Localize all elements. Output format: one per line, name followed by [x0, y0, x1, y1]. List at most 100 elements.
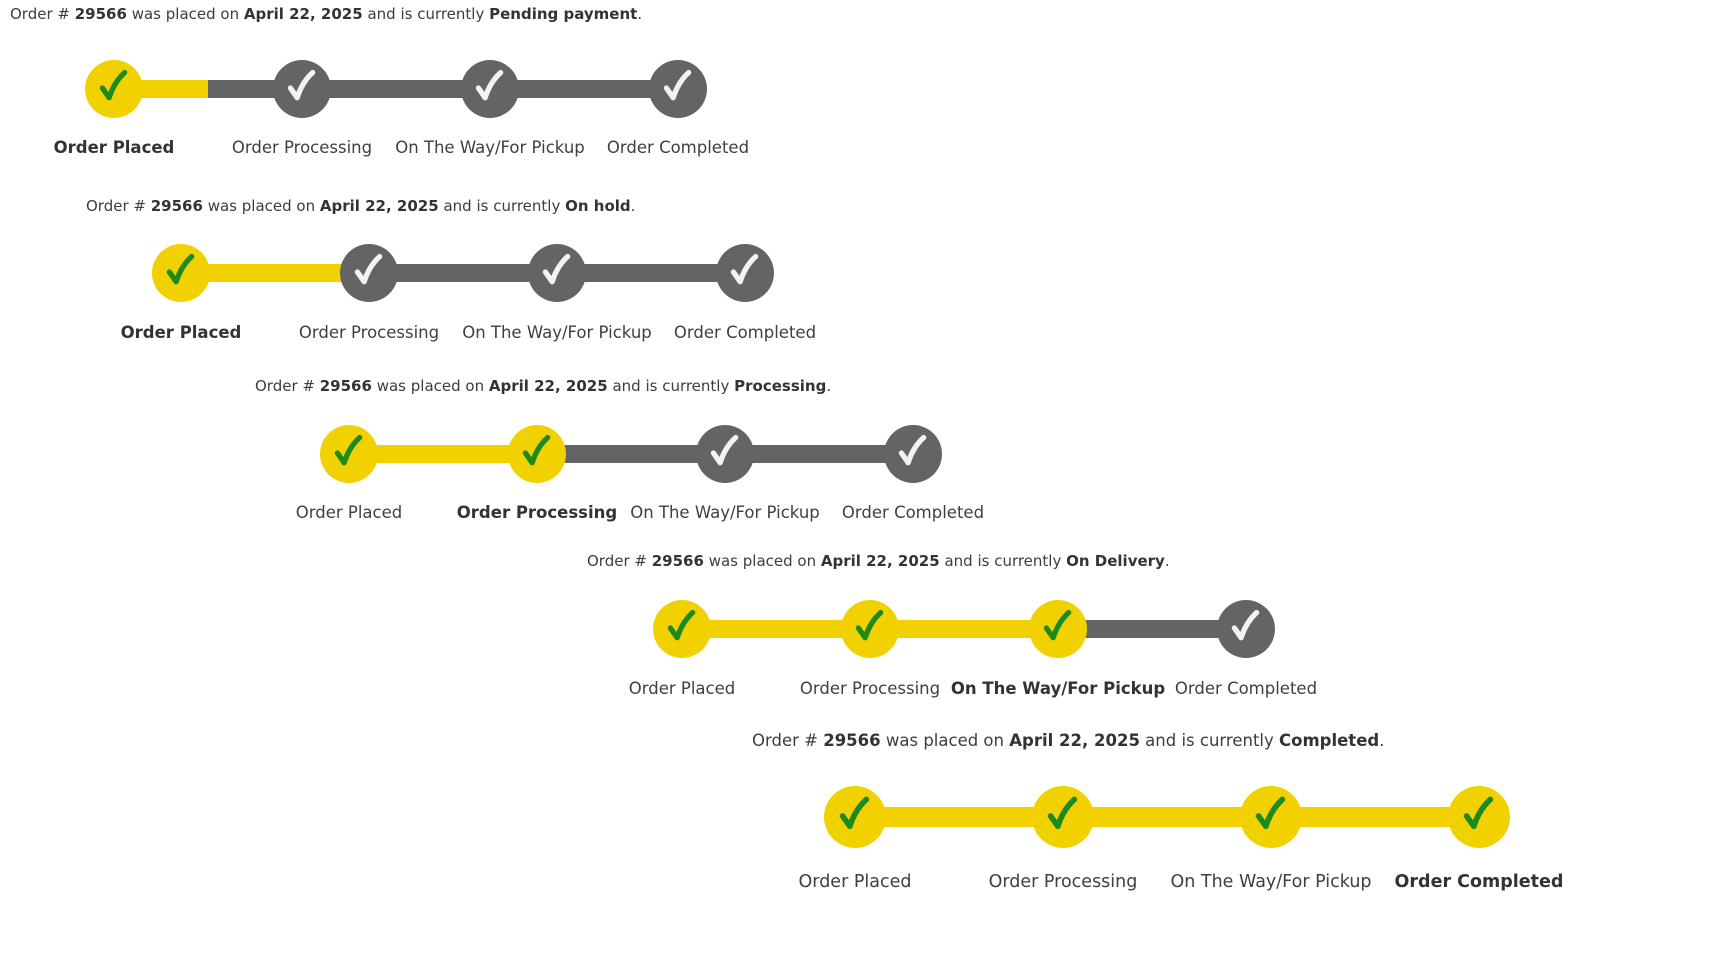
step-label: Order Placed [798, 872, 912, 892]
status-message: Order # 29566 was placed on April 22, 20… [10, 7, 642, 22]
checkmark-icon [1029, 600, 1087, 658]
step-node [1029, 600, 1087, 658]
sentence-period: . [630, 197, 636, 215]
step-label: Order Completed [606, 138, 750, 157]
order-status-value: On Delivery [1066, 552, 1165, 570]
step-node [884, 425, 942, 483]
order-status-value: Completed [1279, 731, 1380, 750]
order-status-block: Order # 29566 was placed on April 22, 20… [752, 732, 1563, 890]
step-node [1448, 786, 1510, 848]
status-message: Order # 29566 was placed on April 22, 20… [752, 731, 1385, 750]
step-label: Order Placed [53, 138, 175, 157]
step-node [508, 425, 566, 483]
checkmark-icon [649, 60, 707, 118]
checkmark-icon [716, 244, 774, 302]
step-label: Order Placed [628, 679, 736, 698]
progress-fill [181, 264, 369, 282]
order-status-block: Order # 29566 was placed on April 22, 20… [10, 7, 749, 156]
order-date: April 22, 2025 [243, 5, 363, 23]
step-node [85, 60, 143, 118]
checkmark-icon [320, 425, 378, 483]
step-label: Order Completed [1394, 872, 1564, 892]
step-label: Order Placed [295, 503, 403, 522]
placed-on-text: was placed on [708, 552, 817, 570]
status-message: Order # 29566 was placed on April 22, 20… [86, 199, 635, 214]
step-node [1240, 786, 1302, 848]
order-prefix: Order # [587, 552, 647, 570]
sentence-period: . [826, 377, 832, 395]
placed-on-text: was placed on [885, 731, 1004, 750]
step-label: Order Completed [841, 503, 985, 522]
checkmark-icon [85, 60, 143, 118]
step-node [824, 786, 886, 848]
step-node [1217, 600, 1275, 658]
order-number: 29566 [74, 5, 127, 23]
checkmark-icon [884, 425, 942, 483]
checkmark-icon [824, 786, 886, 848]
currently-text: and is currently [1145, 731, 1274, 750]
currently-text: and is currently [443, 197, 561, 215]
step-node [340, 244, 398, 302]
order-prefix: Order # [255, 377, 315, 395]
checkmark-icon [841, 600, 899, 658]
checkmark-icon [1217, 600, 1275, 658]
order-date: April 22, 2025 [488, 377, 608, 395]
sentence-period: . [1164, 552, 1170, 570]
order-status-value: On hold [565, 197, 631, 215]
order-status-value: Pending payment [489, 5, 638, 23]
order-prefix: Order # [752, 731, 818, 750]
progress-fill [855, 807, 1479, 827]
sentence-period: . [1379, 731, 1385, 750]
step-label: On The Way/For Pickup [462, 323, 652, 342]
progress-track [114, 80, 678, 98]
checkmark-icon [1240, 786, 1302, 848]
step-label: On The Way/For Pickup [1170, 872, 1372, 892]
step-label: On The Way/For Pickup [630, 503, 820, 522]
step-label: Order Processing [456, 503, 618, 522]
order-status-block: Order # 29566 was placed on April 22, 20… [255, 379, 984, 521]
step-node [649, 60, 707, 118]
step-label: On The Way/For Pickup [395, 138, 585, 157]
step-node [841, 600, 899, 658]
status-message: Order # 29566 was placed on April 22, 20… [587, 554, 1170, 569]
order-status-block: Order # 29566 was placed on April 22, 20… [587, 554, 1317, 697]
currently-text: and is currently [367, 5, 485, 23]
currently-text: and is currently [944, 552, 1062, 570]
checkmark-icon [461, 60, 519, 118]
order-status-value: Processing [734, 377, 827, 395]
currently-text: and is currently [612, 377, 730, 395]
checkmark-icon [696, 425, 754, 483]
order-number: 29566 [150, 197, 203, 215]
placed-on-text: was placed on [376, 377, 485, 395]
checkmark-icon [340, 244, 398, 302]
order-prefix: Order # [10, 5, 70, 23]
sentence-period: . [637, 5, 643, 23]
checkmark-icon [273, 60, 331, 118]
checkmark-icon [528, 244, 586, 302]
checkmark-icon [1032, 786, 1094, 848]
order-date: April 22, 2025 [319, 197, 439, 215]
step-node [1032, 786, 1094, 848]
step-node [716, 244, 774, 302]
checkmark-icon [653, 600, 711, 658]
order-date: April 22, 2025 [1009, 731, 1140, 750]
step-label: Order Placed [120, 323, 242, 342]
order-number: 29566 [651, 552, 704, 570]
order-prefix: Order # [86, 197, 146, 215]
step-label: Order Processing [988, 872, 1138, 892]
step-label: On The Way/For Pickup [950, 679, 1166, 698]
placed-on-text: was placed on [131, 5, 240, 23]
step-label: Order Completed [673, 323, 817, 342]
order-status-block: Order # 29566 was placed on April 22, 20… [86, 199, 816, 341]
step-label: Order Completed [1174, 679, 1318, 698]
status-message: Order # 29566 was placed on April 22, 20… [255, 379, 831, 394]
order-number: 29566 [319, 377, 372, 395]
step-node [653, 600, 711, 658]
order-date: April 22, 2025 [820, 552, 940, 570]
step-node [528, 244, 586, 302]
step-node [461, 60, 519, 118]
step-label: Order Processing [298, 323, 440, 342]
progress-fill [349, 445, 537, 463]
step-node [273, 60, 331, 118]
step-label: Order Processing [231, 138, 373, 157]
